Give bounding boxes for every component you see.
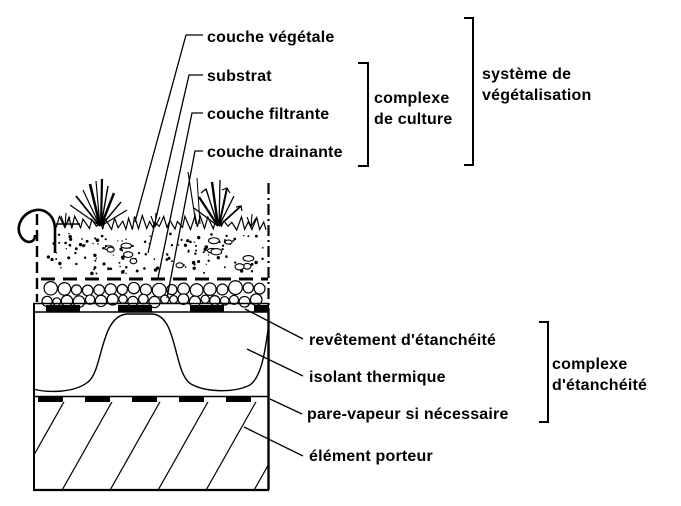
leader-lines-bottom bbox=[243, 308, 304, 457]
waterproofing-membrane-layer bbox=[33, 302, 269, 313]
group-label-complexe-d-etancheite: complexe d'étanchéité bbox=[552, 354, 647, 396]
callout-substrat: substrat bbox=[207, 68, 272, 85]
insulation-layer bbox=[32, 313, 269, 393]
load-bearing-slab-layer bbox=[33, 402, 269, 492]
bracket-complexe-d-etancheite bbox=[539, 321, 549, 423]
callout-pare-vapeur: pare-vapeur si nécessaire bbox=[307, 406, 509, 423]
group-label-systeme-de-vegetalisation: système de végétalisation bbox=[482, 64, 592, 106]
group-label-line: végétalisation bbox=[482, 87, 592, 104]
grass-tuft-left bbox=[69, 178, 128, 227]
substrate-layer bbox=[35, 183, 270, 308]
edge-hook-profile bbox=[17, 208, 57, 253]
callout-couche-drainante: couche drainante bbox=[207, 144, 343, 161]
section-outline bbox=[33, 303, 270, 490]
callout-isolant-thermique: isolant thermique bbox=[309, 369, 446, 386]
group-label-line: d'étanchéité bbox=[552, 377, 648, 394]
callout-revetement-etancheite: revêtement d'étanchéité bbox=[309, 332, 497, 349]
group-label-line: complexe bbox=[552, 356, 628, 373]
group-label-line: système de bbox=[482, 66, 572, 83]
group-label-complexe-de-culture: complexe de culture bbox=[374, 88, 452, 130]
vegetation-layer bbox=[17, 171, 267, 253]
bracket-complexe-de-culture bbox=[358, 62, 369, 167]
leader-lines-top bbox=[134, 34, 203, 299]
vapor-barrier-layer bbox=[33, 395, 269, 402]
group-label-line: complexe bbox=[374, 90, 450, 107]
grass-tuft-right bbox=[187, 171, 243, 227]
callout-couche-filtrante: couche filtrante bbox=[207, 106, 330, 123]
group-label-line: de culture bbox=[374, 111, 453, 128]
bracket-systeme-de-vegetalisation bbox=[464, 17, 474, 166]
callout-couche-vegetale: couche végétale bbox=[207, 29, 335, 46]
callout-element-porteur: élément porteur bbox=[309, 448, 433, 465]
